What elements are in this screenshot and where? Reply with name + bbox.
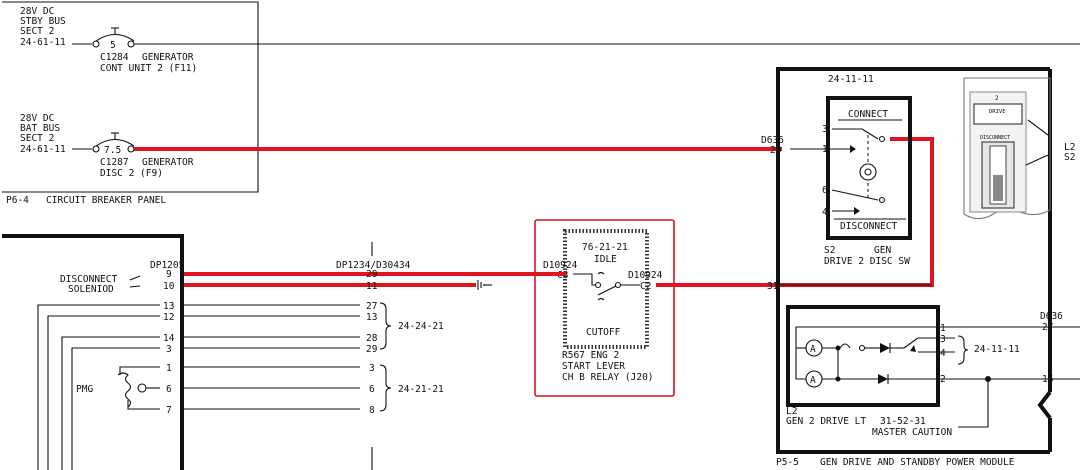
svg-text:8: 8 — [369, 405, 375, 416]
svg-text:6: 6 — [369, 384, 375, 395]
svg-text:C2: C2 — [640, 281, 651, 292]
svg-text:4: 4 — [940, 348, 946, 359]
generator-connector: DP1205 — [150, 260, 184, 271]
breaker-7-5: 28V DC BAT BUS SECT 2 24-61-11 7.5 C1287… — [20, 113, 194, 179]
svg-text:CUTOFF: CUTOFF — [586, 327, 621, 338]
svg-text:SOLENIOD: SOLENIOD — [68, 284, 114, 295]
generator-block: DP1205 DISCONNECT SOLENIOD 9 10 13 12 14… — [2, 234, 360, 470]
svg-text:4: 4 — [822, 207, 828, 218]
gen-drive-disc-switch: CONNECT DISCONNECT 3 1 2 6 4 S2 GEN DRIV… — [778, 96, 932, 286]
svg-text:D636: D636 — [1040, 311, 1063, 322]
svg-text:IDLE: IDLE — [594, 254, 617, 265]
svg-text:S2: S2 — [1064, 152, 1075, 163]
svg-text:24-61-11: 24-61-11 — [20, 37, 66, 48]
svg-text:2: 2 — [995, 95, 999, 102]
ref-24-24-21: 24-24-21 — [398, 321, 444, 332]
ref-24-21-21: 24-21-21 — [398, 384, 444, 395]
svg-text:D10924: D10924 — [628, 270, 663, 281]
splice-connector: DP1234/D30434 29 11 27 13 28 29 3 6 8 24… — [336, 242, 492, 470]
svg-text:MASTER CAUTION: MASTER CAUTION — [872, 427, 952, 438]
svg-text:20: 20 — [770, 145, 782, 156]
svg-text:13: 13 — [163, 301, 174, 312]
svg-text:28V DC: 28V DC — [20, 6, 54, 17]
svg-text:GEN DRIVE AND STANDBY POWER MO: GEN DRIVE AND STANDBY POWER MODULE — [820, 457, 1015, 468]
pmg-label: PMG — [76, 384, 93, 395]
svg-text:29: 29 — [366, 344, 378, 355]
svg-text:3: 3 — [822, 124, 828, 135]
svg-text:7: 7 — [166, 405, 172, 416]
svg-text:24-61-11: 24-61-11 — [20, 144, 66, 155]
svg-text:GEN: GEN — [874, 245, 891, 256]
svg-text:9: 9 — [166, 269, 172, 280]
svg-text:14: 14 — [163, 333, 175, 344]
svg-text:3: 3 — [369, 363, 375, 374]
circuit-breaker-panel: P6-4 CIRCUIT BREAKER PANEL 28V DC STBY B… — [2, 1, 1080, 206]
highlighted-circuit — [134, 137, 934, 287]
svg-text:GENERATOR: GENERATOR — [142, 52, 194, 63]
panel-illustration: 2 DRIVE DISCONNECT L2 S2 — [963, 77, 1075, 220]
svg-text:P5-5: P5-5 — [776, 457, 799, 468]
svg-text:CH B RELAY (J20): CH B RELAY (J20) — [562, 372, 654, 383]
svg-text:31: 31 — [767, 281, 779, 292]
sw-ref: 24-11-11 — [828, 74, 874, 85]
svg-text:DISCONNECT: DISCONNECT — [980, 135, 1010, 141]
svg-text:C1287: C1287 — [100, 157, 129, 168]
svg-text:28V DC: 28V DC — [20, 113, 54, 124]
start-lever-relay: 76-21-21 IDLE CUTOFF D10924 C3 D10924 C2… — [534, 219, 675, 397]
svg-text:START LEVER: START LEVER — [562, 361, 625, 372]
svg-text:1: 1 — [166, 363, 172, 374]
svg-text:L2: L2 — [1064, 142, 1075, 153]
svg-text:6: 6 — [166, 384, 172, 395]
svg-text:29: 29 — [366, 269, 378, 280]
svg-text:DRIVE: DRIVE — [989, 109, 1006, 115]
svg-text:C1284: C1284 — [100, 52, 129, 63]
svg-text:27: 27 — [366, 301, 377, 312]
gen-drive-light: 1 3 4 2 A A — [786, 305, 1020, 427]
svg-text:L2: L2 — [786, 406, 797, 417]
panel-name: CIRCUIT BREAKER PANEL — [46, 195, 166, 206]
panel-location: P6-4 — [6, 195, 29, 206]
svg-text:DISCONNECT: DISCONNECT — [840, 221, 897, 232]
svg-text:SECT 2: SECT 2 — [20, 26, 54, 37]
svg-text:11: 11 — [366, 281, 378, 292]
svg-text:STBY BUS: STBY BUS — [20, 16, 66, 27]
svg-text:R567 ENG 2: R567 ENG 2 — [562, 350, 619, 361]
svg-text:3: 3 — [940, 334, 946, 345]
lt-ref: 24-11-11 — [974, 344, 1020, 355]
svg-text:DRIVE 2 DISC SW: DRIVE 2 DISC SW — [824, 256, 910, 267]
svg-text:6: 6 — [822, 185, 828, 196]
svg-text:D10924: D10924 — [543, 260, 578, 271]
svg-text:GENERATOR: GENERATOR — [142, 157, 194, 168]
svg-text:2: 2 — [907, 135, 913, 146]
svg-text:SECT 2: SECT 2 — [20, 133, 54, 144]
svg-text:1: 1 — [940, 323, 946, 334]
svg-text:3: 3 — [166, 344, 172, 355]
svg-text:76-21-21: 76-21-21 — [582, 242, 628, 253]
gen-drive-module: 24-11-11 D636 20 31 CONNECT DISCONNECT 3… — [761, 67, 1080, 468]
breaker-5: 28V DC STBY BUS SECT 2 24-61-11 5 C1284 … — [20, 6, 1080, 74]
breaker-rating: 7.5 — [104, 145, 121, 156]
svg-text:A: A — [810, 344, 816, 355]
svg-text:D636: D636 — [761, 135, 784, 146]
svg-text:10: 10 — [163, 281, 175, 292]
breaker-rating: 5 — [110, 40, 116, 51]
svg-text:13: 13 — [366, 312, 377, 323]
svg-text:BAT BUS: BAT BUS — [20, 123, 60, 134]
svg-text:DISC 2 (F9): DISC 2 (F9) — [100, 168, 163, 179]
svg-text:12: 12 — [163, 312, 174, 323]
svg-text:31-52-31: 31-52-31 — [880, 416, 926, 427]
svg-text:GEN 2 DRIVE LT: GEN 2 DRIVE LT — [786, 416, 866, 427]
svg-text:CONT UNIT 2 (F11): CONT UNIT 2 (F11) — [100, 63, 197, 74]
svg-text:DISCONNECT: DISCONNECT — [60, 274, 117, 285]
splice-connector-label: DP1234/D30434 — [336, 260, 411, 271]
svg-text:S2: S2 — [824, 245, 835, 256]
svg-text:A: A — [810, 375, 816, 386]
svg-text:CONNECT: CONNECT — [848, 109, 888, 120]
svg-text:28: 28 — [366, 333, 378, 344]
